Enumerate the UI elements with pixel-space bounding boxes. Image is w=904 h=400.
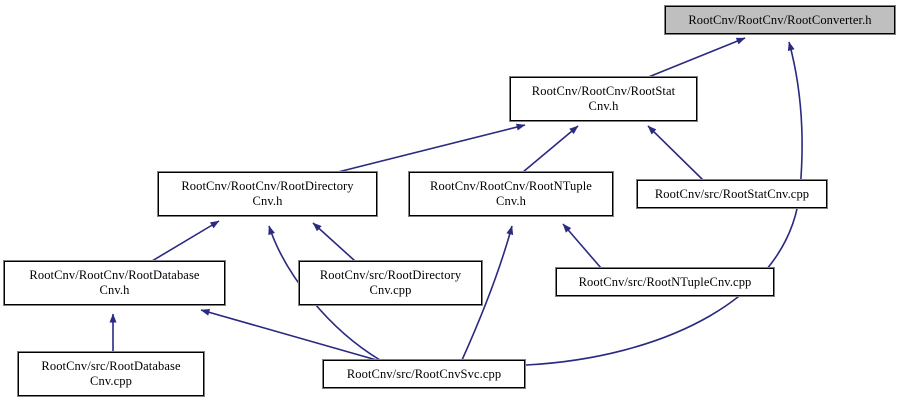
graph-node-rootntuplecnv_h[interactable]: RootCnv/RootCnv/RootNTuple Cnv.h [408, 171, 614, 217]
graph-node-rootdatabasecnv_cpp[interactable]: RootCnv/src/RootDatabase Cnv.cpp [17, 351, 205, 397]
graph-node-rootdirectorycnv_h[interactable]: RootCnv/RootCnv/RootDirectory Cnv.h [157, 171, 378, 217]
graph-node-rootdirectorycnv_cpp[interactable]: RootCnv/src/RootDirectory Cnv.cpp [298, 260, 483, 306]
edge-rootstatcnv_h-to-rootconverter_h [645, 37, 746, 79]
graph-node-rootntuplecnv_cpp[interactable]: RootCnv/src/RootNTupleCnv.cpp [555, 267, 775, 297]
edge-rootdirectorycnv_h-to-rootstatcnv_h [337, 123, 526, 173]
graph-node-rootdatabasecnv_h[interactable]: RootCnv/RootCnv/RootDatabase Cnv.h [3, 260, 226, 306]
edge-rootdatabasecnv_h-to-rootdirectorycnv_h [151, 220, 220, 262]
edge-rootstatcnv_cpp-to-rootstatcnv_h [647, 125, 704, 181]
edge-rootdirectorycnv_cpp-to-rootdirectorycnv_h [312, 222, 356, 262]
graph-node-rootconverter_h[interactable]: RootCnv/RootCnv/RootConverter.h [664, 5, 896, 35]
edge-rootcnvsvc_cpp-to-rootdatabasecnv_h [200, 308, 381, 362]
graph-node-rootstatcnv_h[interactable]: RootCnv/RootCnv/RootStat Cnv.h [509, 76, 698, 122]
graph-node-rootcnvsvc_cpp[interactable]: RootCnv/src/RootCnvSvc.cpp [322, 359, 526, 389]
edge-rootntuplecnv_cpp-to-rootntuplecnv_h [562, 223, 602, 269]
edge-rootntuplecnv_h-to-rootstatcnv_h [522, 125, 579, 173]
graph-node-rootstatcnv_cpp[interactable]: RootCnv/src/RootStatCnv.cpp [636, 179, 828, 209]
